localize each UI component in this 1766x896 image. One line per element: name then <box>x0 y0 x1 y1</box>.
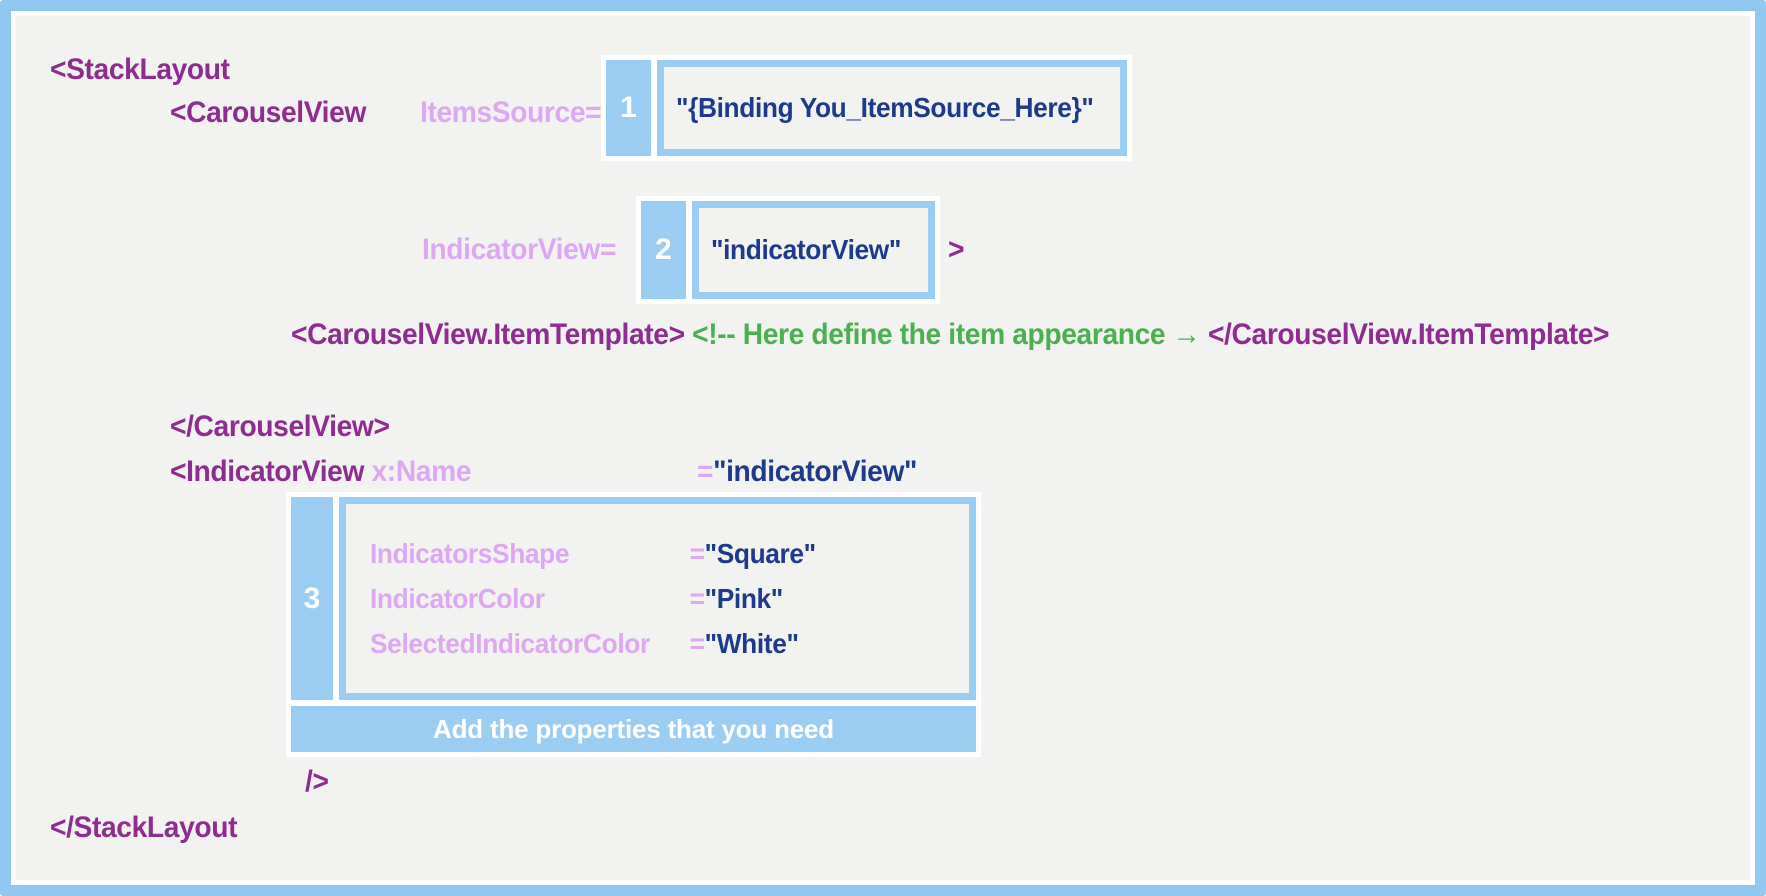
callout-3-main-row: 3 IndicatorsShape="Square" IndicatorColo… <box>291 497 976 700</box>
property-equals: = <box>689 583 705 614</box>
indicator-properties-box: IndicatorsShape="Square" IndicatorColor=… <box>339 497 976 700</box>
itemssource-attribute: ItemsSource= <box>420 96 602 129</box>
itemssource-value-box: "{Binding You_ItemSource_Here}" <box>657 60 1127 156</box>
properties-hint-text: Add the properties that you need <box>433 713 834 744</box>
indicatorview-value: "indicatorView" <box>711 234 901 265</box>
indicatorview-value-box: "indicatorView" <box>692 201 935 299</box>
carouselview-close-tag: </CarouselView> <box>170 410 390 443</box>
callout-3-number-badge: 3 <box>291 497 333 700</box>
property-name: IndicatorsShape <box>370 538 570 569</box>
indicatorview-self-close: /> <box>305 765 329 798</box>
indicatorview-open-tag: <IndicatorView <box>170 455 365 488</box>
property-value: "Pink" <box>704 583 784 614</box>
itemtemplate-open-tag: <CarouselView.ItemTemplate> <box>291 318 685 351</box>
itemtemplate-line: <CarouselView.ItemTemplate> <!-- Here de… <box>291 317 1610 353</box>
callout-1-number-badge: 1 <box>606 60 651 156</box>
callout-2-number: 2 <box>655 233 672 266</box>
property-equals: = <box>689 628 705 659</box>
itemtemplate-close-tag: </CarouselView.ItemTemplate> <box>1207 318 1610 351</box>
xname-value-run: ="indicatorView" <box>697 454 917 490</box>
callout-3: 3 IndicatorsShape="Square" IndicatorColo… <box>286 492 981 757</box>
callout-1: 1 "{Binding You_ItemSource_Here}" <box>601 55 1132 161</box>
property-value: "White" <box>704 628 799 659</box>
indicatorview-open-line: <IndicatorView x:Name <box>170 454 471 490</box>
indicatorview-attribute: IndicatorView= <box>422 233 617 266</box>
property-row-selectedindicatorcolor: SelectedIndicatorColor ="White" <box>370 621 933 666</box>
itemssource-value: "{Binding You_ItemSource_Here}" <box>676 92 1094 123</box>
callout-1-number: 1 <box>620 91 637 124</box>
carouselview-open-tag: <CarouselView <box>170 96 367 129</box>
property-row-indicatorsshape: IndicatorsShape ="Square" <box>370 531 933 576</box>
callout-2: 2 "indicatorView" <box>636 196 940 304</box>
property-name: SelectedIndicatorColor <box>370 628 650 659</box>
property-equals: = <box>689 538 705 569</box>
property-name: IndicatorColor <box>370 583 545 614</box>
property-value: "Square" <box>704 538 817 569</box>
stacklayout-open-tag: <StackLayout <box>50 53 230 86</box>
xname-value: "indicatorView" <box>713 455 918 488</box>
carouselview-close-bracket: > <box>948 233 965 266</box>
property-row-indicatorcolor: IndicatorColor ="Pink" <box>370 576 933 621</box>
properties-hint-banner: Add the properties that you need <box>291 706 976 752</box>
xname-attribute: x:Name <box>371 455 472 488</box>
callout-3-number: 3 <box>303 581 321 615</box>
callout-2-number-badge: 2 <box>641 201 686 299</box>
item-appearance-comment: <!-- Here define the item appearance → <box>692 318 1201 351</box>
xname-equals: = <box>697 455 714 488</box>
stacklayout-close-tag: </StackLayout <box>50 811 238 844</box>
